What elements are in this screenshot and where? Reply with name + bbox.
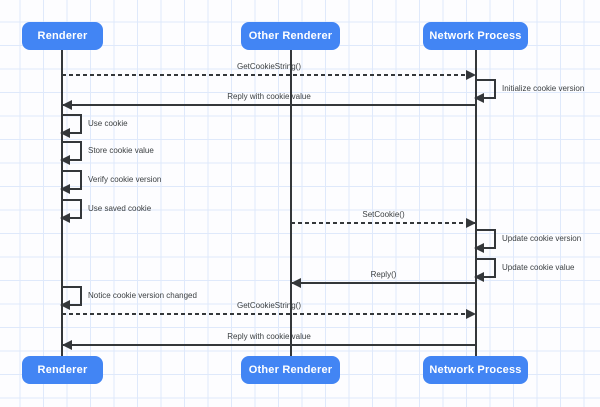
self-message-label: Store cookie value: [88, 146, 154, 155]
message-line: [62, 313, 476, 315]
actor-other-renderer-top: Other Renderer: [241, 22, 340, 50]
actor-network-process-top: Network Process: [423, 22, 528, 50]
message-label: GetCookieString(): [236, 62, 302, 71]
self-message-label: Verify cookie version: [88, 175, 162, 184]
self-message-label: Use saved cookie: [88, 204, 152, 213]
actor-renderer-top: Renderer: [22, 22, 103, 50]
message-label: GetCookieString(): [236, 301, 302, 310]
arrowhead-icon: [60, 213, 70, 223]
self-message-loop: [474, 258, 496, 282]
message-line: [62, 344, 476, 346]
arrowhead-icon: [62, 100, 72, 110]
message-line: [62, 74, 476, 76]
self-message-loop: [60, 141, 82, 165]
self-message-label: Notice cookie version changed: [88, 291, 197, 300]
arrowhead-icon: [466, 218, 476, 228]
arrowhead-icon: [62, 340, 72, 350]
self-message-label: Initialize cookie version: [502, 84, 585, 93]
lifeline-renderer: [61, 50, 63, 356]
message-label: Reply(): [370, 270, 397, 279]
message-label: Reply with cookie value: [227, 92, 311, 101]
arrowhead-icon: [474, 272, 484, 282]
message-label: SetCookie(): [362, 210, 405, 219]
actor-renderer-bottom: Renderer: [22, 356, 103, 384]
arrowhead-icon: [474, 243, 484, 253]
self-message-label: Use cookie: [88, 119, 128, 128]
actor-other-renderer-bottom: Other Renderer: [241, 356, 340, 384]
message-line: [291, 222, 476, 224]
self-message-loop: [474, 79, 496, 103]
message-line: [62, 104, 476, 106]
arrowhead-icon: [466, 70, 476, 80]
self-message-loop: [60, 286, 82, 310]
self-message-loop: [60, 114, 82, 138]
arrowhead-icon: [60, 184, 70, 194]
actor-network-process-bottom: Network Process: [423, 356, 528, 384]
arrowhead-icon: [474, 93, 484, 103]
message-label: Reply with cookie value: [227, 332, 311, 341]
lifeline-network-process: [475, 50, 477, 356]
arrowhead-icon: [291, 278, 301, 288]
self-message-label: Update cookie value: [502, 263, 575, 272]
self-message-loop: [60, 199, 82, 223]
lifeline-other-renderer: [290, 50, 292, 356]
self-message-loop: [60, 170, 82, 194]
self-message-label: Update cookie version: [502, 234, 582, 243]
message-line: [291, 282, 476, 284]
arrowhead-icon: [466, 309, 476, 319]
arrowhead-icon: [60, 128, 70, 138]
arrowhead-icon: [60, 300, 70, 310]
self-message-loop: [474, 229, 496, 253]
arrowhead-icon: [60, 155, 70, 165]
